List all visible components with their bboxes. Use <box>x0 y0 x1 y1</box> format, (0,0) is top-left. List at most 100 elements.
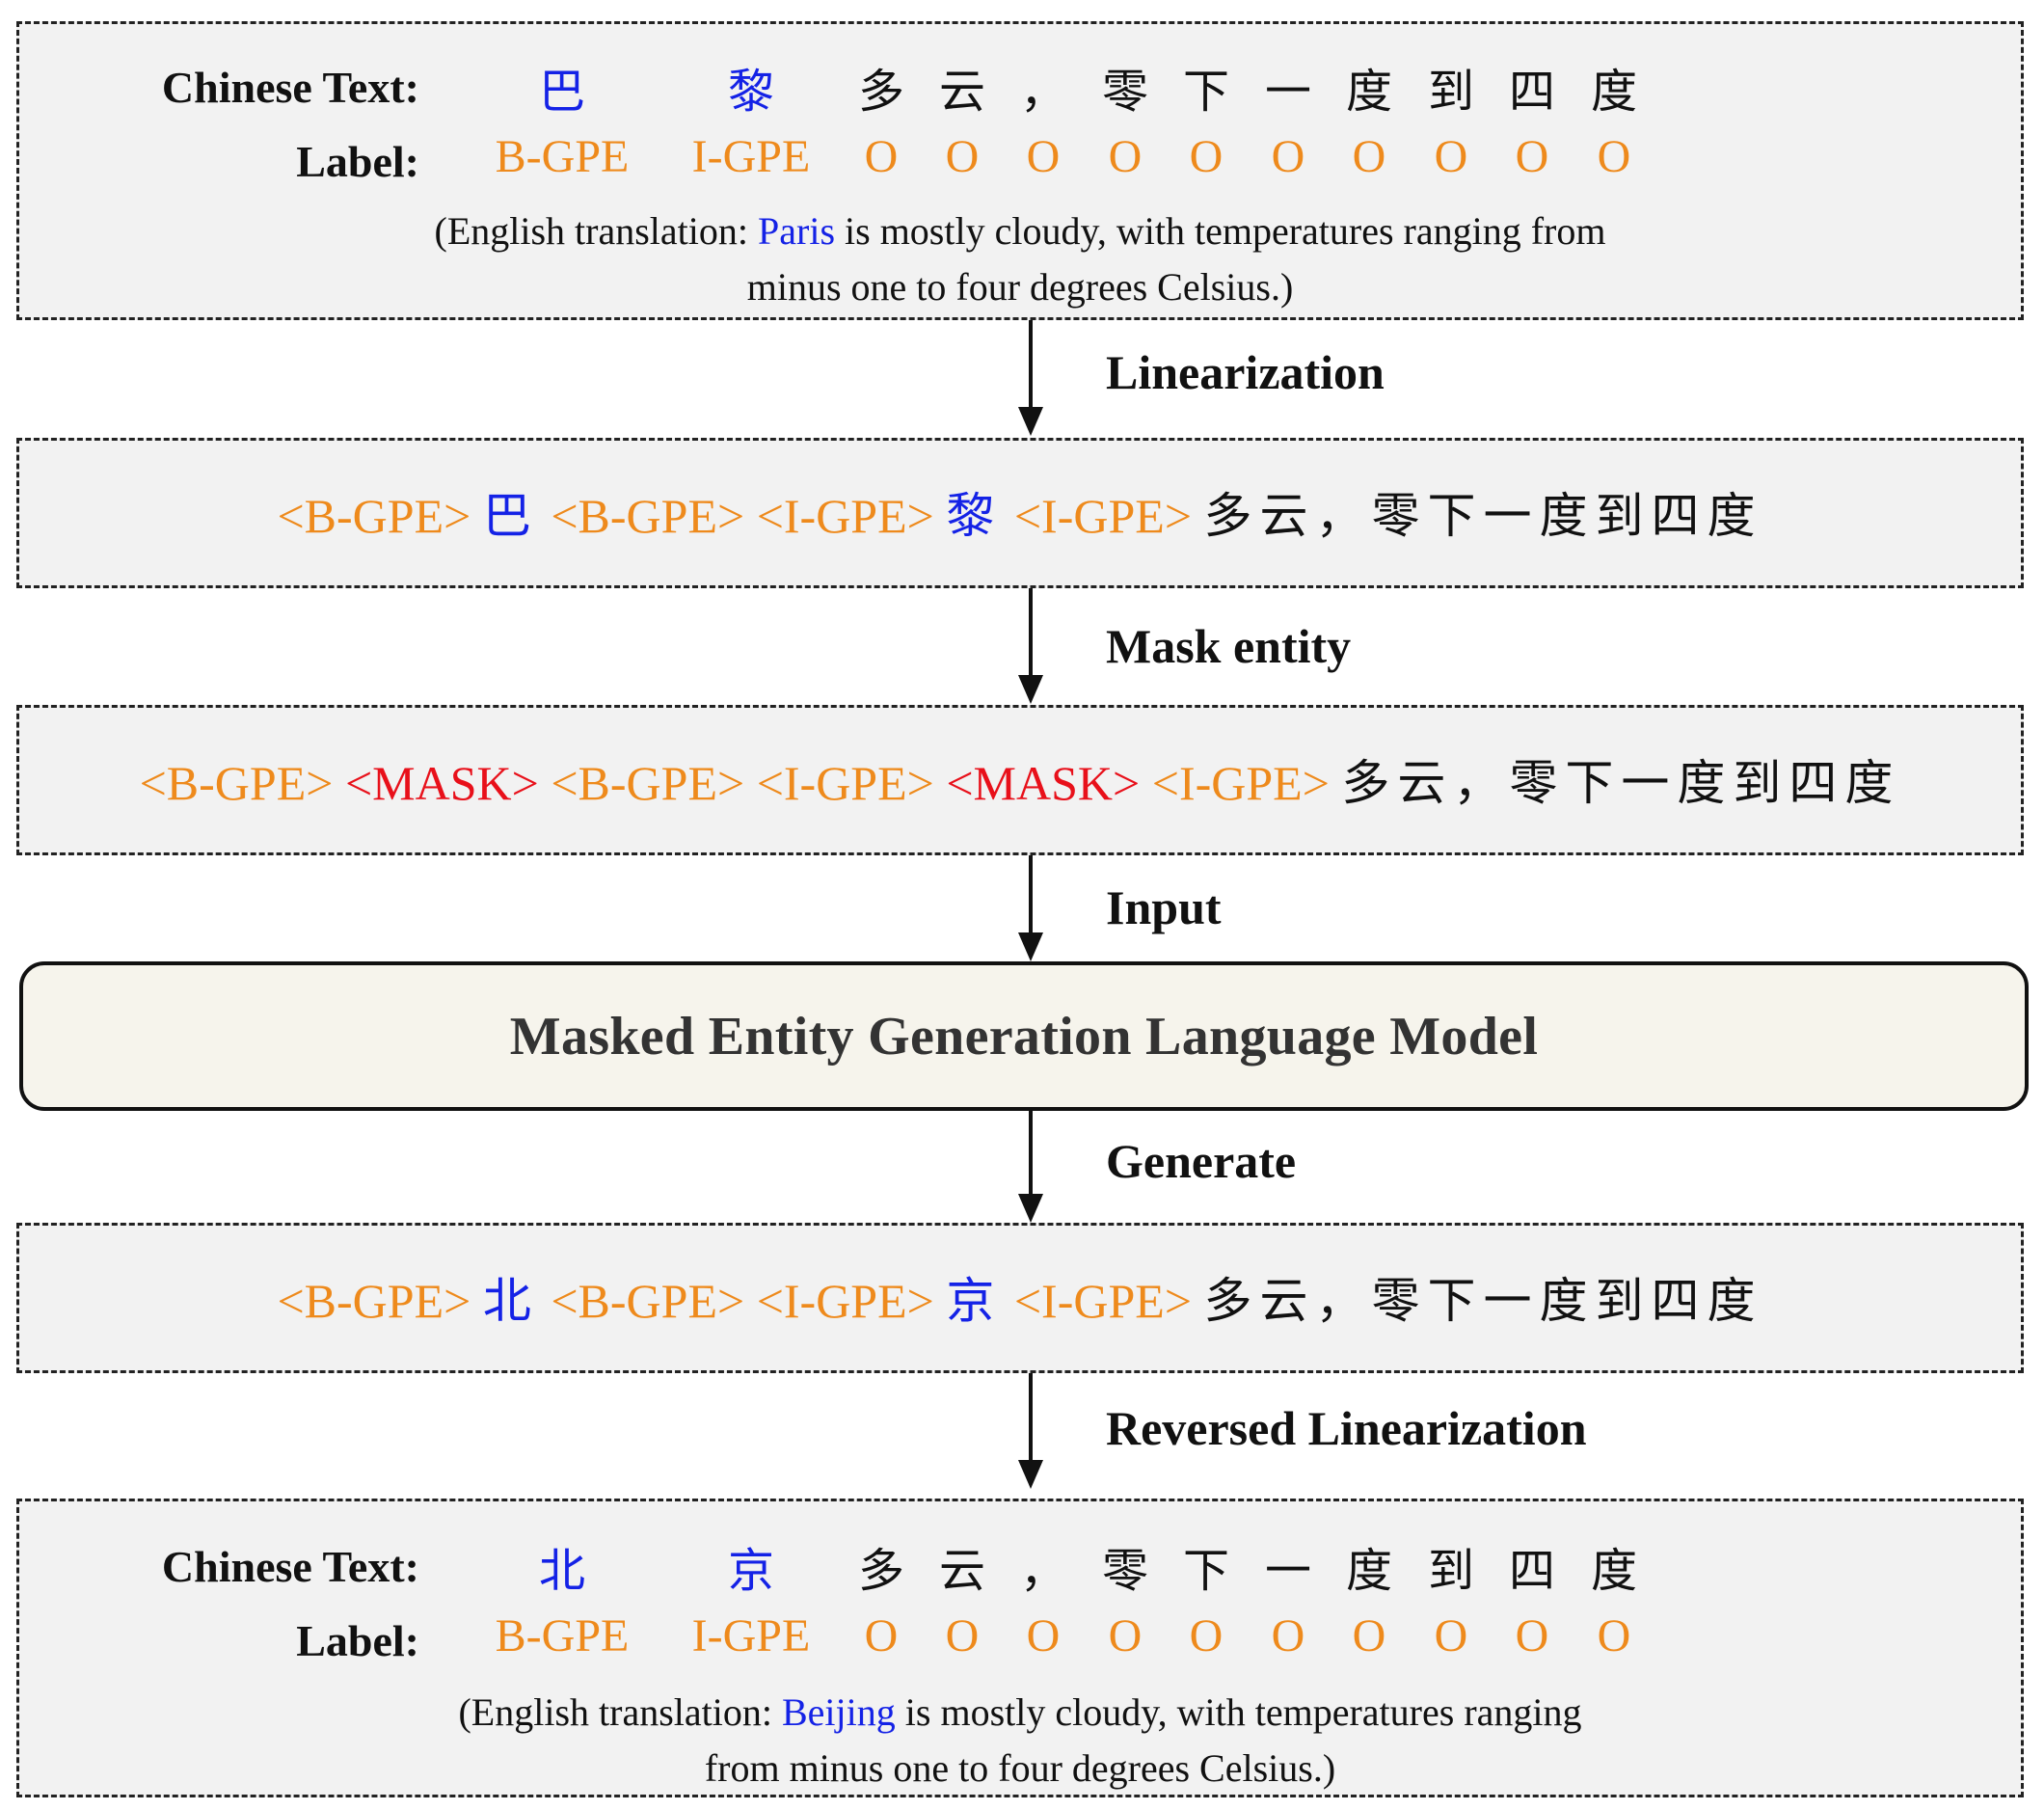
char-token-0: 北 <box>538 1544 586 1598</box>
label-token-9: O <box>1434 131 1468 182</box>
label-token-3: O <box>945 1610 980 1661</box>
label-token-11: O <box>1597 1610 1631 1661</box>
translation-line-2: minus one to four degrees Celsius.) <box>746 265 1294 309</box>
arrow-down-icon <box>1018 320 1043 436</box>
label-token-0: B-GPE <box>495 131 630 182</box>
label-token-11: O <box>1597 131 1631 182</box>
translation-line-1: (English translation: Beijing is mostly … <box>458 1690 1582 1734</box>
model-title: Masked Entity Generation Language Model <box>509 1006 1539 1067</box>
char-token-2: 多 <box>857 65 905 119</box>
step-input: Input <box>1106 880 1222 934</box>
char-token-0: 巴 <box>538 65 586 119</box>
label-token-2: O <box>864 1610 899 1661</box>
char-token-1: 京 <box>727 1544 775 1598</box>
seq-token-2: <B-GPE> <box>551 756 745 810</box>
translation-line-1: (English translation: Paris is mostly cl… <box>434 209 1606 253</box>
char-token-2: 多 <box>857 1544 905 1598</box>
seq-token-5: <I-GPE> <box>1013 489 1193 543</box>
chinese-char-row: 巴黎多云，零下一度到四度 <box>19 53 2021 121</box>
seq-token-5: <I-GPE> <box>1013 1274 1193 1328</box>
char-token-8: 度 <box>1345 65 1393 119</box>
arrow-down-icon <box>1018 1111 1043 1223</box>
generated-box: <B-GPE> 北 <B-GPE> <I-GPE> 京 <I-GPE> 多云，零… <box>16 1223 2024 1373</box>
seq-token-2: <B-GPE> <box>551 489 745 543</box>
step-reversed-linearization: Reversed Linearization <box>1106 1401 1587 1455</box>
seq-token-4: <MASK> <box>946 756 1141 810</box>
masked-box: <B-GPE> <MASK> <B-GPE> <I-GPE> <MASK> <I… <box>16 705 2024 855</box>
char-token-6: 下 <box>1182 1544 1230 1598</box>
linearized-box: <B-GPE> 巴 <B-GPE> <I-GPE> 黎 <I-GPE> 多云，零… <box>16 438 2024 588</box>
arrow-down-icon <box>1018 855 1043 961</box>
label-token-6: O <box>1189 131 1224 182</box>
label-token-4: O <box>1026 1610 1061 1661</box>
label-token-1: I-GPE <box>691 131 811 182</box>
chinese-text-label: Chinese Text: <box>161 63 419 112</box>
char-token-6: 下 <box>1182 65 1230 119</box>
step-mask-entity: Mask entity <box>1106 619 1352 673</box>
seq-token-1: 巴 <box>482 488 539 544</box>
label-token-0: B-GPE <box>495 1610 630 1661</box>
seq-token-5: <I-GPE> <box>1151 756 1330 810</box>
seq-token-0: <B-GPE> <box>277 1274 471 1328</box>
char-token-3: 云 <box>938 65 986 119</box>
char-token-5: 零 <box>1101 65 1149 119</box>
label-token-1: I-GPE <box>691 1610 811 1661</box>
label-token-6: O <box>1189 1610 1224 1661</box>
char-token-4: ， <box>1019 1544 1067 1598</box>
arrow-down-icon <box>1018 588 1043 704</box>
char-token-4: ， <box>1019 65 1067 119</box>
seq-token-6: 多云，零下一度到四度 <box>1203 488 1763 544</box>
label-label: Label: <box>296 137 419 186</box>
seq-token-0: <B-GPE> <box>139 756 334 810</box>
label-token-5: O <box>1108 131 1143 182</box>
label-token-7: O <box>1271 131 1305 182</box>
model-box: Masked Entity Generation Language Model <box>19 961 2029 1111</box>
chinese-char-row: 北京多云，零下一度到四度 <box>19 1532 2021 1600</box>
char-token-9: 到 <box>1427 65 1475 119</box>
step-linearization: Linearization <box>1106 345 1385 399</box>
label-token-4: O <box>1026 131 1061 182</box>
step-generate: Generate <box>1106 1134 1297 1188</box>
english-translation: (English translation: Beijing is mostly … <box>19 1685 2021 1796</box>
char-token-8: 度 <box>1345 1544 1393 1598</box>
char-token-7: 一 <box>1264 65 1312 119</box>
english-translation: (English translation: Paris is mostly cl… <box>19 203 2021 315</box>
seq-token-1: <MASK> <box>344 756 539 810</box>
seq-token-3: <I-GPE> <box>756 489 934 543</box>
seq-token-0: <B-GPE> <box>277 489 471 543</box>
char-token-10: 四 <box>1508 1544 1556 1598</box>
seq-token-1: 北 <box>482 1273 539 1329</box>
label-token-10: O <box>1515 131 1549 182</box>
arrow-down-icon <box>1018 1373 1043 1489</box>
seq-token-3: <I-GPE> <box>756 1274 934 1328</box>
label-token-8: O <box>1352 1610 1386 1661</box>
label-label: Label: <box>296 1616 419 1665</box>
label-token-10: O <box>1515 1610 1549 1661</box>
translation-entity: Paris <box>758 209 836 253</box>
seq-token-4: 京 <box>946 1273 1003 1329</box>
char-token-7: 一 <box>1264 1544 1312 1598</box>
char-token-1: 黎 <box>727 65 775 119</box>
char-token-9: 到 <box>1427 1544 1475 1598</box>
seq-token-6: 多云，零下一度到四度 <box>1203 1273 1763 1329</box>
label-token-9: O <box>1434 1610 1468 1661</box>
generated-sequence: <B-GPE> 北 <B-GPE> <I-GPE> 京 <I-GPE> 多云，零… <box>19 1262 2021 1332</box>
label-token-5: O <box>1108 1610 1143 1661</box>
label-token-3: O <box>945 131 980 182</box>
chinese-text-label: Chinese Text: <box>161 1542 419 1591</box>
char-token-11: 度 <box>1590 65 1638 119</box>
seq-token-6: 多云，零下一度到四度 <box>1341 755 1901 811</box>
linearized-sequence: <B-GPE> 巴 <B-GPE> <I-GPE> 黎 <I-GPE> 多云，零… <box>19 477 2021 547</box>
translation-entity: Beijing <box>782 1690 896 1734</box>
char-token-3: 云 <box>938 1544 986 1598</box>
label-token-7: O <box>1271 1610 1305 1661</box>
seq-token-2: <B-GPE> <box>551 1274 745 1328</box>
char-token-5: 零 <box>1101 1544 1149 1598</box>
label-token-2: O <box>864 131 899 182</box>
label-token-8: O <box>1352 131 1386 182</box>
translation-line-2: from minus one to four degrees Celsius.) <box>704 1746 1336 1790</box>
